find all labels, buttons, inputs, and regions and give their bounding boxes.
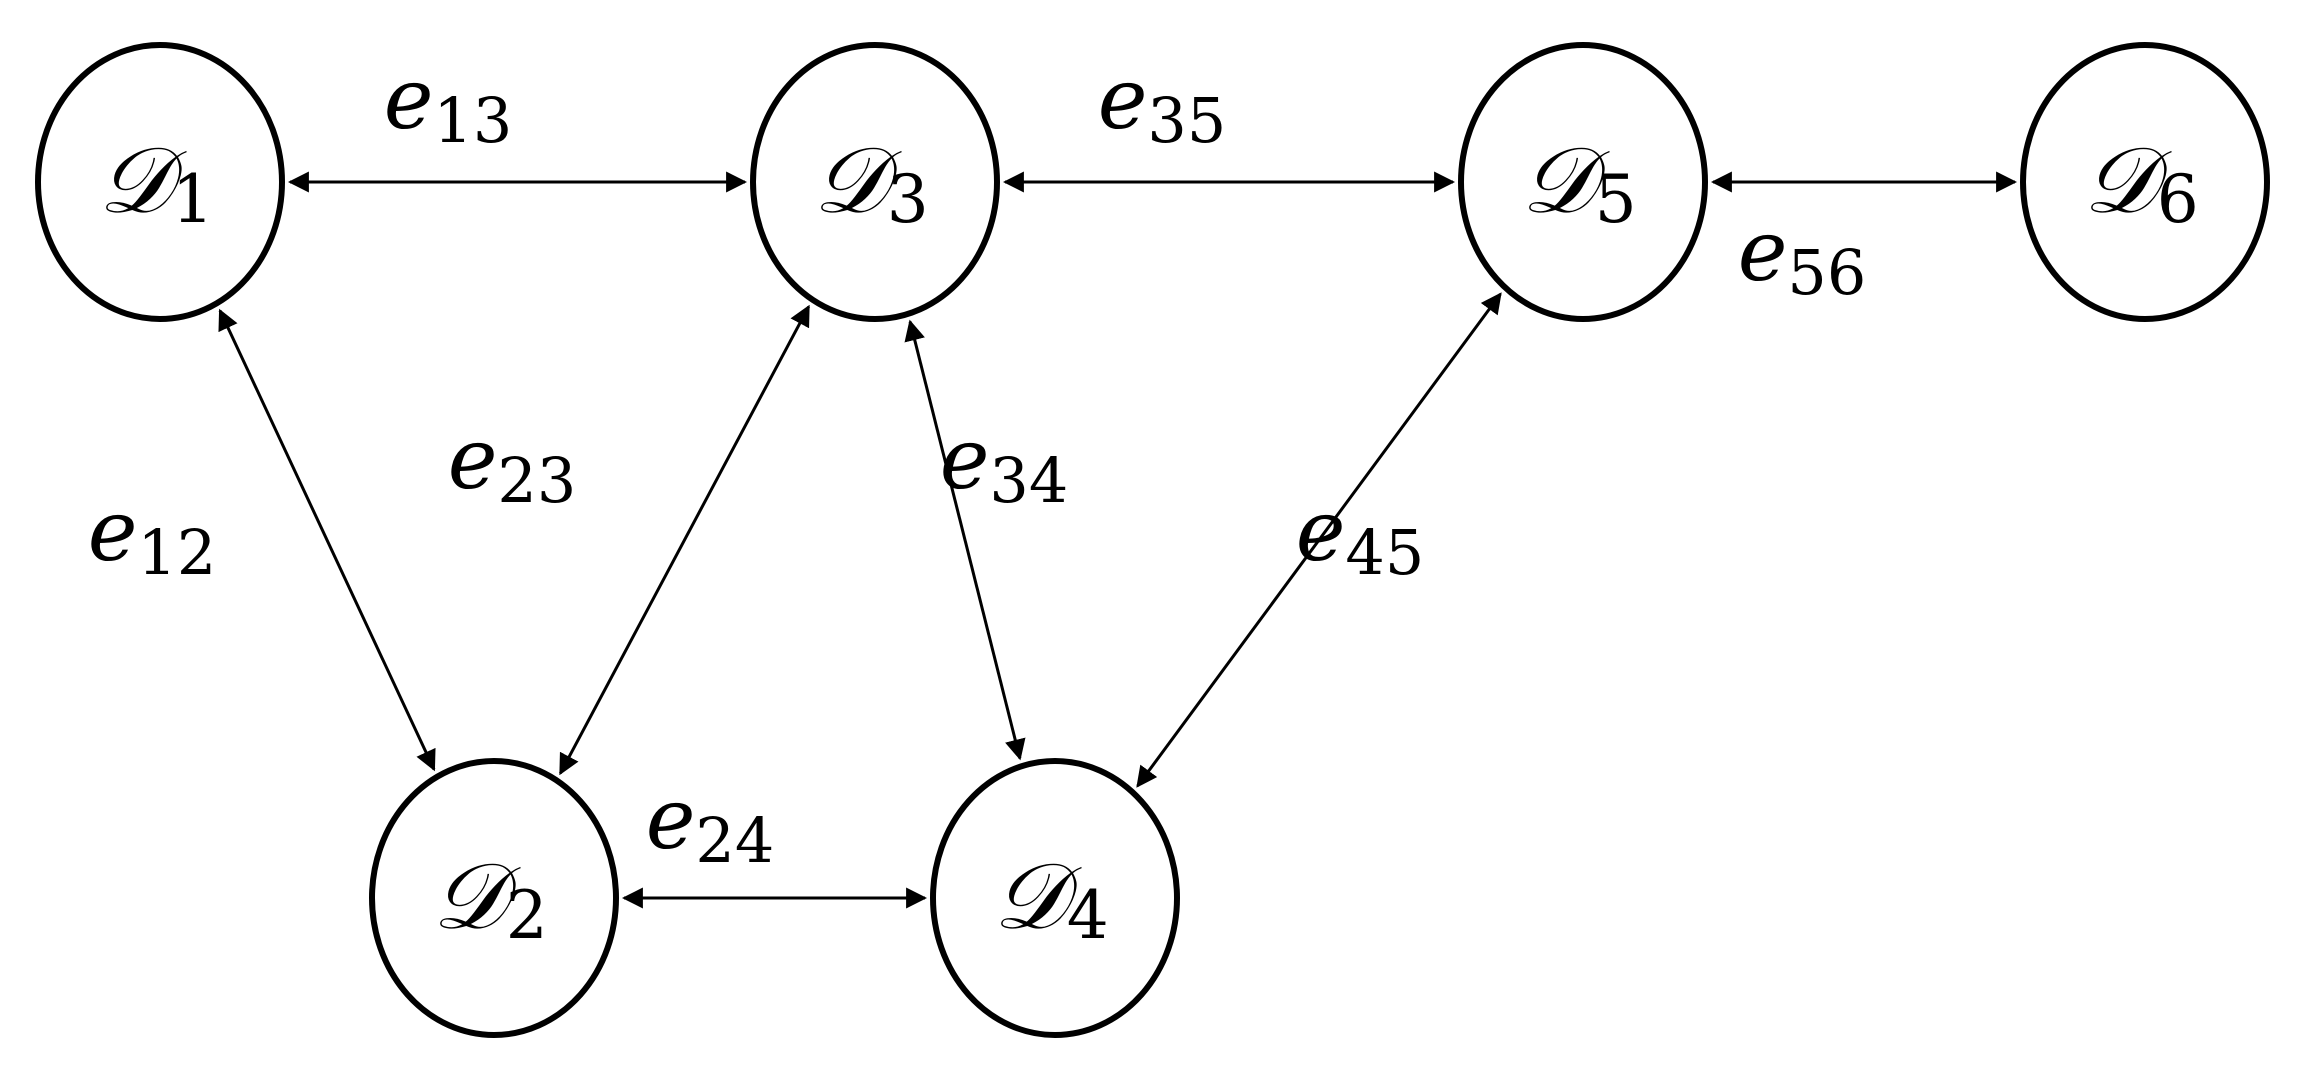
node-circle <box>2020 42 2270 322</box>
edge-d4-d5 <box>1136 292 1502 788</box>
edge-label-e12: e12 <box>88 482 217 589</box>
edge-label-e13: e13 <box>384 50 513 157</box>
node-circle <box>1458 42 1708 322</box>
edge-label-e56: e56 <box>1738 202 1867 309</box>
node-label: 𝒟2 <box>432 843 547 954</box>
edge-label-e35: e35 <box>1098 50 1227 157</box>
edge-labels-layer: e13 e35 e56 e12 e23 e34 e45 e24 <box>88 50 1867 877</box>
node-d2: 𝒟2 <box>369 758 619 1038</box>
edge-label-e23: e23 <box>448 410 577 517</box>
node-circle <box>930 758 1180 1038</box>
node-d3: 𝒟3 <box>750 42 1000 322</box>
edge-label-e45: e45 <box>1296 482 1425 589</box>
node-circle <box>750 42 1000 322</box>
edge-d3-d4 <box>904 319 1026 761</box>
node-d6: 𝒟6 <box>2020 42 2270 322</box>
node-circle <box>369 758 619 1038</box>
node-circle <box>35 42 285 322</box>
edge-label-e34: e34 <box>940 410 1069 517</box>
edge-d2-d3 <box>559 304 810 776</box>
edge-d1-d2 <box>218 308 436 772</box>
edges-layer <box>218 171 2018 909</box>
node-d1: 𝒟1 <box>35 42 285 322</box>
node-d5: 𝒟5 <box>1458 42 1708 322</box>
edge-label-e24: e24 <box>646 770 775 877</box>
node-d4: 𝒟4 <box>930 758 1180 1038</box>
